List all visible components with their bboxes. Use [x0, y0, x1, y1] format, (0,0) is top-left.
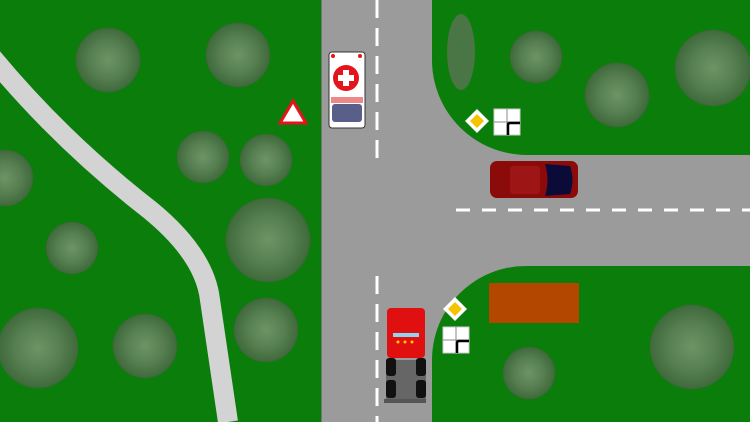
- tree-icon: [584, 62, 650, 128]
- priority-direction-plate-bottom: [442, 326, 470, 354]
- trees: [0, 14, 750, 400]
- fire-truck[interactable]: [384, 308, 426, 403]
- tree-icon: [75, 27, 141, 93]
- road-corner-bottom: [432, 266, 526, 360]
- tree-icon: [649, 304, 735, 390]
- tree-icon: [502, 346, 556, 400]
- hedge-icon: [447, 14, 475, 90]
- tree-icon: [239, 133, 293, 187]
- red-car[interactable]: [490, 161, 578, 198]
- yield-sign-icon: [277, 98, 309, 125]
- tree-icon: [112, 313, 178, 379]
- tree-icon: [176, 130, 230, 184]
- road-corner-top: [432, 60, 527, 155]
- tree-icon: [205, 22, 271, 88]
- tree-icon: [45, 221, 99, 275]
- ambulance[interactable]: [328, 51, 366, 129]
- lane-markings: [375, 0, 750, 422]
- priority-road-sign-bottom: [443, 297, 467, 321]
- brown-lot: [489, 283, 579, 323]
- tree-icon: [0, 307, 79, 389]
- priority-direction-plate-top: [493, 108, 521, 136]
- tree-icon: [0, 149, 34, 207]
- footpath: [0, 51, 238, 422]
- tree-icon: [509, 30, 563, 84]
- tree-icon: [225, 197, 311, 283]
- priority-road-sign-top: [465, 109, 489, 133]
- tree-icon: [233, 297, 299, 363]
- tree-icon: [674, 29, 750, 107]
